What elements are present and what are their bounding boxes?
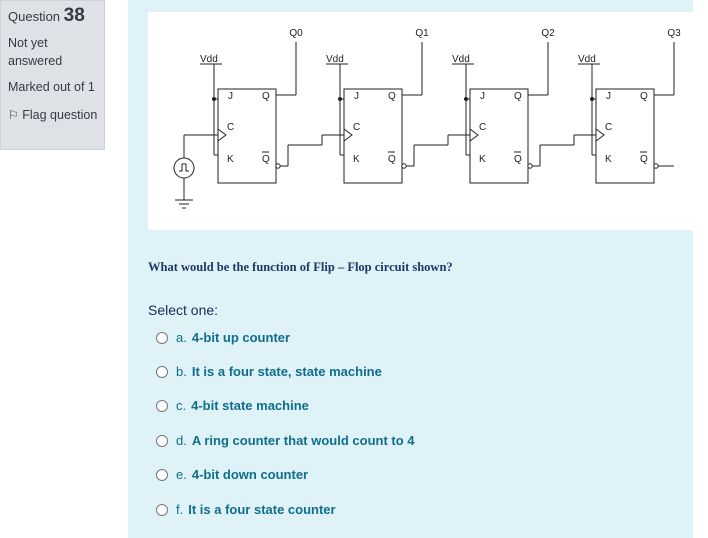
radio-b[interactable]: [156, 365, 168, 378]
option-label: It is a four state counter: [188, 502, 336, 517]
flip-flop-box: [217, 88, 277, 184]
pin-q-label: Q: [640, 91, 648, 102]
option-letter: e.: [176, 467, 187, 482]
pin-j-label: J: [606, 91, 611, 102]
option-letter: b.: [176, 364, 187, 379]
flip-flop-box: [343, 88, 403, 184]
inverter-bubble: [653, 163, 659, 169]
pin-k-label: K: [353, 154, 360, 165]
pin-c-label: C: [605, 122, 612, 133]
select-one-prompt: Select one:: [148, 302, 219, 318]
pin-j-label: J: [480, 91, 485, 102]
pin-qbar-label: Q: [262, 154, 270, 165]
pin-q-label: Q: [262, 91, 270, 102]
option-e[interactable]: e. 4-bit down counter: [156, 467, 308, 482]
option-b[interactable]: b. It is a four state, state machine: [156, 364, 382, 379]
clock-triangle: [217, 128, 227, 142]
radio-a[interactable]: [156, 331, 168, 344]
inverter-bubble: [527, 163, 533, 169]
vdd-label: Vdd: [452, 54, 470, 65]
clock-triangle: [343, 128, 353, 142]
pin-qbar-label: Q: [514, 154, 522, 165]
vdd-label: Vdd: [200, 54, 218, 65]
option-label: It is a four state, state machine: [191, 364, 382, 379]
question-number: 38: [63, 5, 85, 26]
option-label: A ring counter that would count to 4: [191, 433, 415, 448]
flip-flop-box: [595, 88, 655, 184]
output-label-q1: Q1: [415, 28, 429, 39]
vdd-label: Vdd: [578, 54, 596, 65]
junction-dot: [212, 97, 216, 101]
clock-source-icon: [173, 157, 195, 179]
option-a[interactable]: a. 4-bit up counter: [156, 330, 290, 345]
option-label: 4-bit down counter: [191, 467, 309, 482]
pin-k-label: K: [479, 154, 486, 165]
option-label: 4-bit up counter: [191, 330, 291, 345]
option-d[interactable]: d. A ring counter that would count to 4: [156, 433, 415, 448]
pin-q-label: Q: [514, 91, 522, 102]
option-c[interactable]: c. 4-bit state machine: [156, 398, 309, 413]
pin-c-label: C: [227, 122, 234, 133]
output-label-q0: Q0: [289, 28, 303, 39]
question-grade: Marked out of 1: [8, 80, 95, 94]
radio-d[interactable]: [156, 434, 168, 447]
option-letter: a.: [176, 330, 187, 345]
flag-question-label: Flag question: [22, 108, 98, 122]
question-title: Question 38: [8, 5, 104, 26]
clock-triangle: [595, 128, 605, 142]
question-label: Question: [8, 9, 61, 24]
pin-q-label: Q: [388, 91, 396, 102]
flip-flop-box: [469, 88, 529, 184]
pin-qbar-label: Q: [640, 154, 648, 165]
question-text: What would be the function of Flip – Flo…: [148, 260, 453, 274]
circuit-svg: J C K Q Q Vdd Q0J C K Q Q Vdd Q1J C K Q Q Vdd Q2J C K Q Q Vdd Q3: [173, 28, 681, 209]
vdd-label: Vdd: [326, 54, 344, 65]
pin-k-label: K: [227, 154, 234, 165]
radio-c[interactable]: [156, 399, 168, 412]
radio-e[interactable]: [156, 468, 168, 481]
pin-c-label: C: [353, 122, 360, 133]
option-label: 4-bit state machine: [191, 398, 309, 413]
question-state: Not yet answered: [8, 36, 63, 68]
junction-dot: [590, 97, 594, 101]
option-letter: d.: [176, 433, 187, 448]
radio-f[interactable]: [156, 503, 168, 516]
output-label-q2: Q2: [541, 28, 555, 39]
pulse-icon: [179, 163, 189, 172]
junction-dot: [338, 97, 342, 101]
pin-c-label: C: [479, 122, 486, 133]
flag-icon: ⚐: [8, 108, 19, 122]
inverter-bubble: [401, 163, 407, 169]
output-label-q3: Q3: [667, 28, 681, 39]
option-letter: c.: [176, 398, 187, 413]
pin-k-label: K: [605, 154, 612, 165]
inverter-bubble: [275, 163, 281, 169]
junction-dot: [464, 97, 468, 101]
question-info-panel: Question 38 Not yet answered Marked out …: [0, 0, 105, 150]
pin-qbar-label: Q: [388, 154, 396, 165]
flag-question-link[interactable]: ⚐ Flag question: [8, 106, 104, 124]
option-f[interactable]: f. It is a four state counter: [156, 502, 336, 517]
pin-j-label: J: [228, 91, 233, 102]
option-letter: f.: [176, 502, 184, 517]
pin-j-label: J: [354, 91, 359, 102]
clock-triangle: [469, 128, 479, 142]
